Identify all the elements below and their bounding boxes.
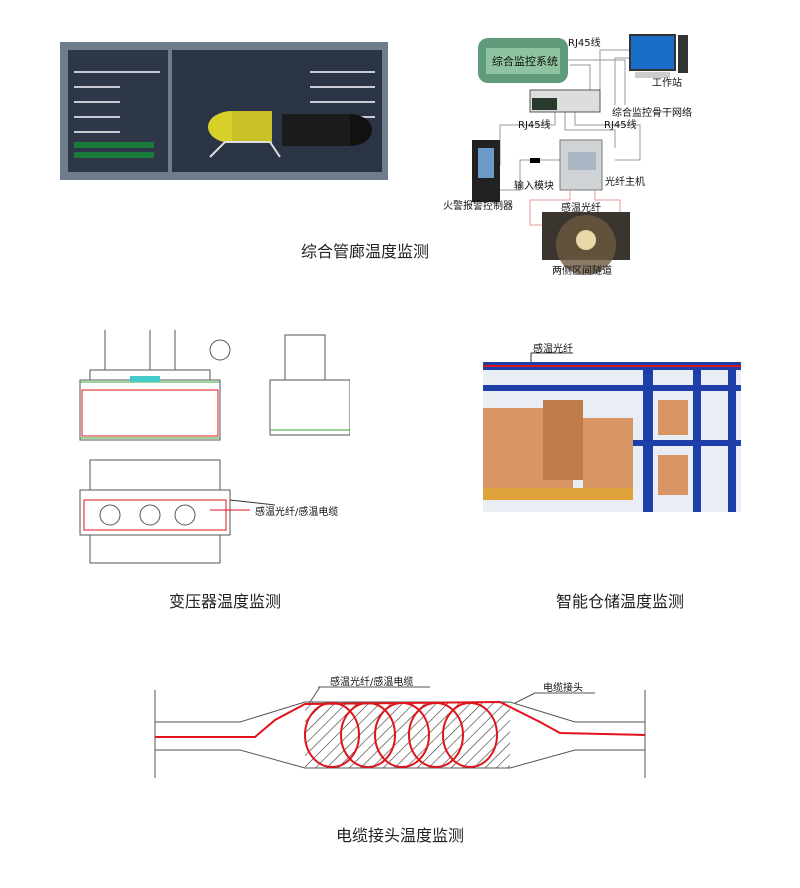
label-backbone: 综合监控骨干网络 xyxy=(612,108,692,119)
label-rj45-left: RJ45线 xyxy=(518,120,551,131)
label-input-module: 输入模块 xyxy=(514,181,554,192)
network-diagram xyxy=(472,34,688,275)
pipe-gallery-render xyxy=(60,42,388,180)
label-rj45-top: RJ45线 xyxy=(568,38,601,49)
transformer-label: 感温光纤/感温电缆 xyxy=(255,507,339,518)
label-monitor-system: 综合监控系统 xyxy=(492,55,558,68)
cable-joint-label: 电缆接头 xyxy=(543,683,583,694)
label-tunnel: 两侧区间隧道 xyxy=(552,266,612,277)
transformer-caption: 变压器温度监测 xyxy=(168,592,282,611)
label-fiber-host: 光纤主机 xyxy=(605,177,645,188)
warehouse-render xyxy=(483,352,741,512)
warehouse-label: 感温光纤 xyxy=(533,344,573,355)
label-rj45-right: RJ45线 xyxy=(604,120,637,131)
label-fire-controller: 火警报警控制器 xyxy=(443,201,513,212)
transformer-drawing xyxy=(79,330,350,564)
warehouse-caption: 智能仓储温度监测 xyxy=(555,592,685,611)
cable-joint-caption: 电缆接头温度监测 xyxy=(335,826,465,845)
pipe-gallery-caption: 综合管廊温度监测 xyxy=(300,242,430,261)
label-workstation: 工作站 xyxy=(652,78,682,89)
label-sensing-fiber: 感温光纤 xyxy=(561,203,601,214)
cable-fiber-label: 感温光纤/感温电缆 xyxy=(330,677,414,688)
cable-joint-drawing xyxy=(154,686,646,778)
